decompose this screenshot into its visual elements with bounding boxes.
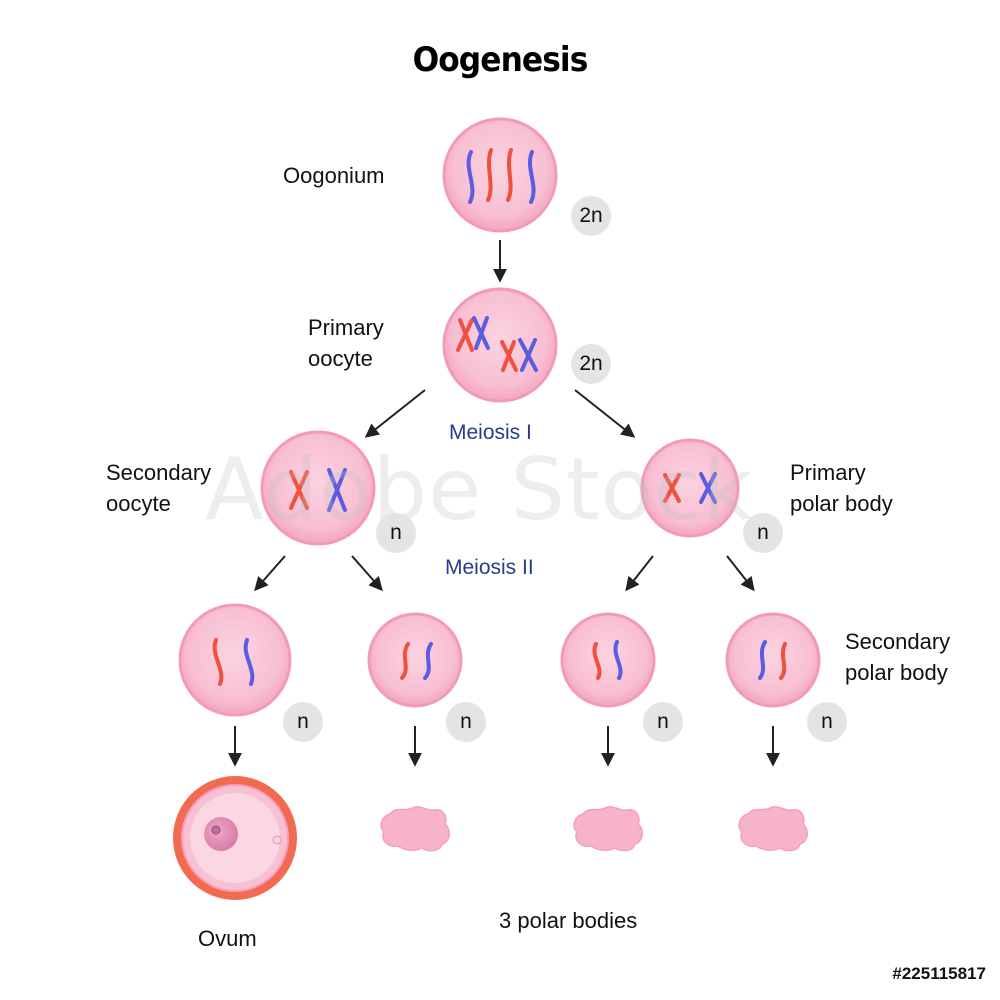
secondary-oocyte-cell [260, 430, 376, 546]
label-primary-oocyte-line-1: Primary [308, 315, 384, 340]
label-polar-bodies: 3 polar bodies [499, 908, 638, 933]
label-secondary-polar-body-line-2: polar body [845, 660, 948, 685]
daughter-cell-3 [560, 612, 656, 708]
arrow-secondary-to-d2 [351, 555, 383, 592]
arrow-primary-to-secondary [364, 389, 426, 438]
ploidy-badge-daughter-1: n [283, 702, 323, 742]
polar-body-blob-2 [573, 806, 643, 852]
ploidy-badge-daughter-2: n [446, 702, 486, 742]
label-ovum: Ovum [198, 926, 257, 951]
arrow-polar-to-d3 [625, 555, 654, 592]
primary-oocyte-cell [442, 287, 558, 403]
polar-body-blob-1 [380, 806, 450, 852]
stock-id: #225115817 [892, 964, 986, 983]
ploidy-badge-secondary-oocyte: n [376, 513, 416, 553]
ploidy-badge-primary-oocyte: 2n [571, 344, 611, 384]
ovum-cell [173, 776, 297, 900]
oogonium-cell [442, 117, 558, 233]
polar-body-blob-3 [738, 806, 808, 852]
label-secondary-oocyte: Secondary oocyte [106, 457, 211, 519]
arrow-primary-to-polar [574, 389, 636, 438]
label-secondary-polar-body: Secondary polar body [845, 626, 950, 688]
label-oogonium: Oogonium [283, 163, 385, 188]
label-primary-polar-body: Primary polar body [790, 457, 893, 519]
ploidy-badge-daughter-3: n [643, 702, 683, 742]
daughter-cell-1 [178, 603, 292, 717]
primary-polar-body-cell [640, 438, 740, 538]
label-secondary-oocyte-line-1: Secondary [106, 460, 212, 485]
arrow-polar-to-d4 [726, 555, 755, 592]
label-meiosis-2: Meiosis II [445, 556, 534, 579]
arrow-secondary-to-d1 [254, 555, 286, 592]
daughter-cell-4 [725, 612, 821, 708]
label-primary-polar-body-line-2: polar body [790, 491, 893, 516]
label-secondary-oocyte-line-2: oocyte [106, 491, 171, 516]
ploidy-badge-primary-polar-body: n [743, 513, 783, 553]
label-secondary-polar-body-line-1: Secondary [845, 629, 951, 654]
arrows [228, 240, 780, 767]
adobe-stock-watermark: Adobe Stock [205, 440, 754, 540]
label-primary-oocyte: Primary oocyte [308, 312, 384, 374]
label-primary-oocyte-line-2: oocyte [308, 346, 373, 371]
ploidy-badge-oogonium: 2n [571, 196, 611, 236]
daughter-cell-2 [367, 612, 463, 708]
ploidy-badge-daughter-4: n [807, 702, 847, 742]
diagram-title: Oogenesis [412, 40, 589, 80]
label-meiosis-1: Meiosis I [449, 421, 532, 444]
label-primary-polar-body-line-1: Primary [790, 460, 866, 485]
